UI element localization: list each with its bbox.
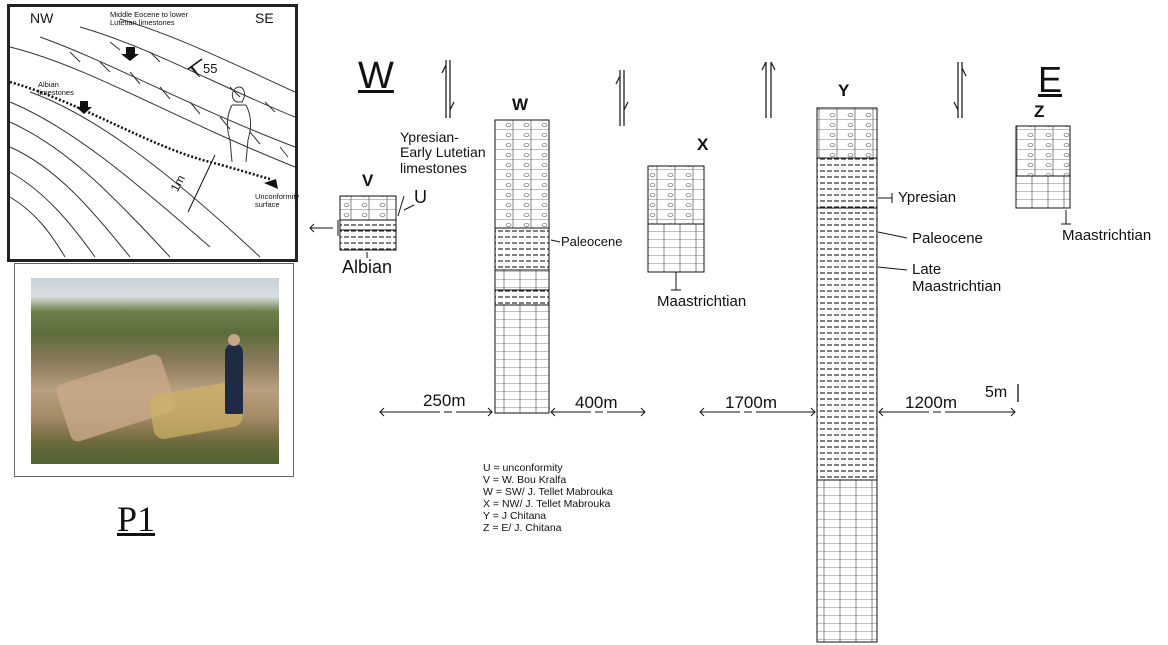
legend-item: V = W. Bou Kralfa [483, 474, 567, 486]
distance-y-z: 1200m [905, 393, 957, 412]
legend-item: U = unconformity [483, 462, 563, 474]
column-label-w: W [512, 95, 529, 114]
photo-person [225, 344, 243, 414]
legend-item: X = NW/ J. Tellet Mabrouka [483, 498, 611, 510]
distance-x-y: 1700m [725, 393, 777, 412]
annotation-y-paleocene: Paleocene [912, 230, 983, 247]
direction-east: E [1038, 59, 1063, 100]
sketch-nw-label: NW [30, 10, 54, 26]
distance-arrows [379, 384, 1019, 417]
annotation-x-maastrichtian: Maastrichtian [657, 293, 747, 310]
sketch-dip-value: 55 [203, 61, 218, 76]
fault-symbol [441, 60, 967, 126]
sketch-albian-note: Albian limestones [38, 80, 74, 98]
sketch-se-label: SE [255, 10, 274, 26]
outcrop-sketch-panel: NW SE Middle Eocene to lower Lutetian li… [7, 4, 300, 262]
column-w [494, 119, 550, 414]
photo-person-head [228, 334, 240, 346]
column-label-y: Y [838, 81, 850, 100]
annotation-v-albian: Albian [342, 257, 393, 277]
annotation-v-u: U [414, 187, 427, 207]
legend-item: Y = J Chitana [483, 510, 547, 522]
column-y [816, 107, 878, 643]
annotation-w-paleocene: Paleocene [561, 234, 623, 249]
column-v [339, 195, 397, 251]
outcrop-sketch-drawing [9, 18, 296, 258]
annotation-y-late-maastrichtian: Late Maastrichtian [912, 261, 1002, 295]
annotation-y-ypresian: Ypresian [898, 189, 957, 206]
column-label-z: Z [1034, 102, 1045, 121]
legend-item: W = SW/ J. Tellet Mabrouka [483, 486, 613, 498]
annotation-leaders [309, 193, 1071, 291]
plate-label: P1 [117, 499, 156, 539]
annotation-z-maastrichtian: Maastrichtian [1062, 227, 1152, 244]
column-label-v: V [362, 171, 374, 190]
outcrop-photo-frame [14, 263, 294, 477]
sketch-unconformity-note: Unconformity surface [255, 192, 300, 210]
column-z [1015, 125, 1071, 209]
scale-bar-label: 5m [985, 384, 1008, 401]
distance-v-w: 250m [423, 391, 466, 410]
annotation-v-top: Ypresian- Early Lutetian limestones [400, 129, 486, 176]
direction-west: W [358, 55, 394, 97]
column-label-x: X [697, 135, 709, 154]
legend: U = unconformity V = W. Bou Kralfa W = S… [483, 462, 613, 534]
sketch-eocene-note: Middle Eocene to lower Lutetian limeston… [110, 10, 188, 28]
legend-item: Z = E/ J. Chitana [483, 522, 562, 534]
outcrop-photo [31, 278, 279, 464]
column-x [647, 165, 705, 273]
distance-w-x: 400m [575, 393, 618, 412]
